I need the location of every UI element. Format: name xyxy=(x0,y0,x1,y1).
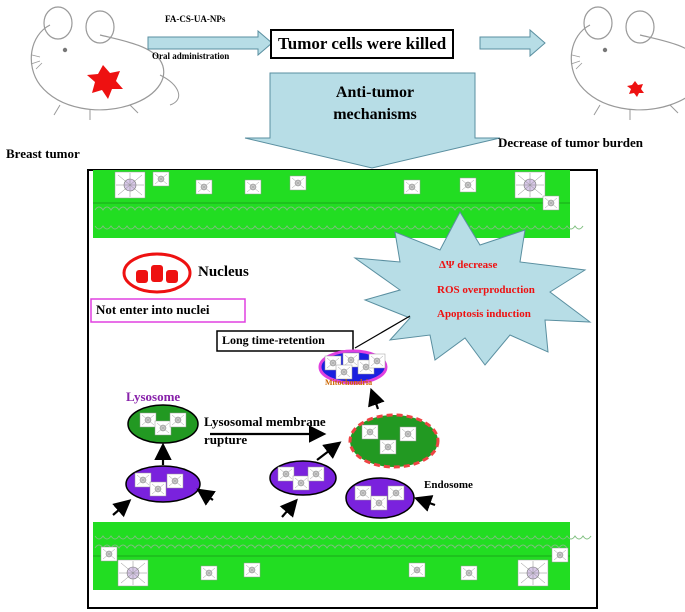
lysosome xyxy=(127,404,199,444)
mechanism-label: Anti-tumor mechanisms xyxy=(333,84,417,123)
vesicle-left xyxy=(125,465,201,503)
drug-name-label: FA-CS-UA-NPs xyxy=(165,14,226,24)
nucleus-label: Nucleus xyxy=(198,264,249,280)
right-caption: Decrease of tumor burden xyxy=(498,135,644,150)
nucleus xyxy=(122,252,192,294)
effect-1: ΔΨ decrease xyxy=(439,259,498,271)
long-retention-label: Long time-retention xyxy=(222,333,325,347)
long-retention-box xyxy=(216,330,354,352)
mouse-left xyxy=(30,6,180,121)
endosome xyxy=(345,477,415,519)
result-arrow xyxy=(479,28,546,58)
not-enter-label: Not enter into nuclei xyxy=(96,302,210,317)
pathway-arrows xyxy=(112,387,436,518)
oral-arrow xyxy=(147,29,273,57)
mouse-right xyxy=(570,6,685,121)
mitochondria-label: Mitochondria xyxy=(325,378,373,387)
top-membrane xyxy=(93,170,584,238)
vesicle-middle xyxy=(269,460,337,496)
bottom-membrane xyxy=(93,522,592,590)
effect-3: Apoptosis induction xyxy=(437,308,531,320)
tumor-small xyxy=(627,81,644,97)
mechanism-arrow xyxy=(244,72,501,169)
rupture-label-line1: Lysosomal membrane xyxy=(204,414,326,429)
lysosome-label: Lysosome xyxy=(126,389,181,404)
result-box: Tumor cells were killed xyxy=(270,29,455,59)
tumor-large xyxy=(87,65,123,99)
rupture-label-line2: rupture xyxy=(204,432,248,447)
endosome-label: Endosome xyxy=(424,479,473,491)
effects-starburst xyxy=(353,210,592,366)
ruptured-lysosome xyxy=(348,413,440,469)
route-label: Oral administration xyxy=(152,51,230,61)
left-caption: Breast tumor xyxy=(6,146,80,161)
not-enter-box xyxy=(90,298,246,323)
mitochondria xyxy=(318,349,388,385)
effect-2: ROS overproduction xyxy=(437,284,535,296)
